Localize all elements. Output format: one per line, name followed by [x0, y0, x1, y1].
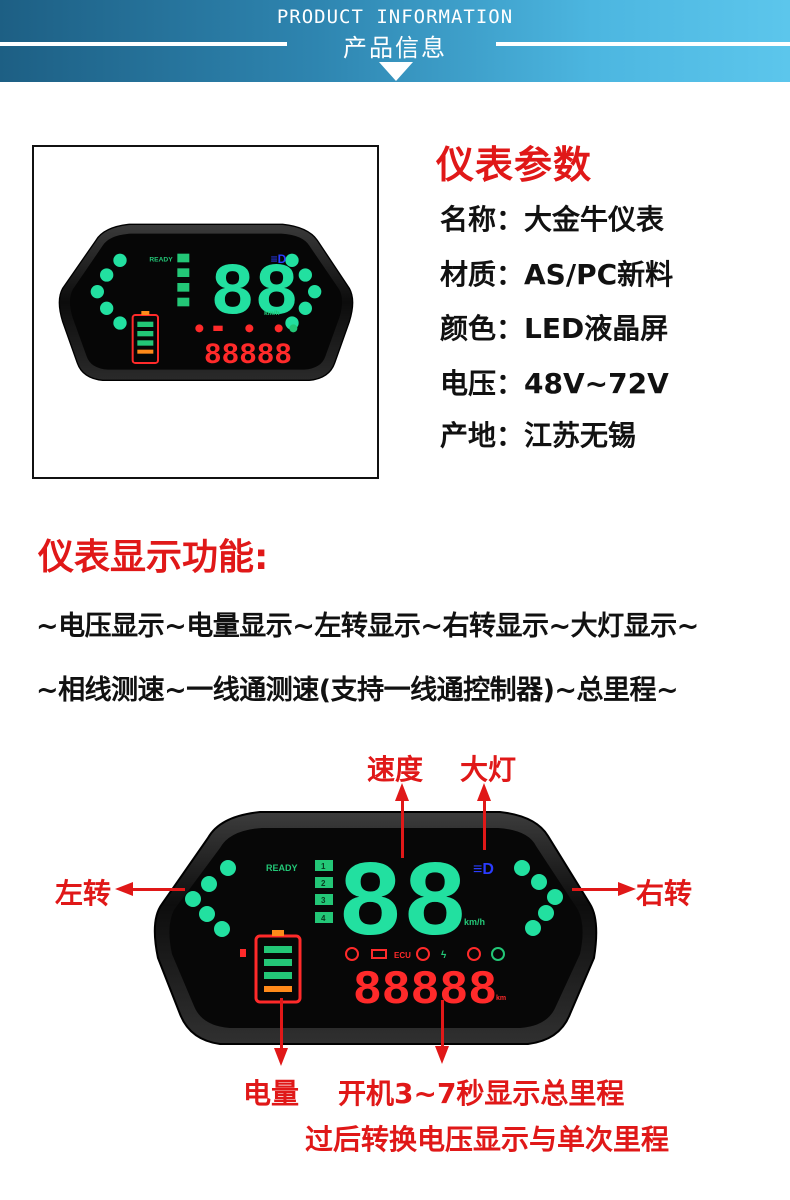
arrow-left-icon	[115, 882, 133, 896]
callout-odo-line2: 过后转换电压显示与单次里程	[305, 1123, 670, 1156]
meter-large: READY 1 2 3 4 88 km/h ≡D ECU ϟ 88888 km	[150, 808, 600, 1068]
params-title: 仪表参数	[436, 143, 593, 187]
param-label: 材质：	[440, 258, 525, 291]
header-divider-right	[496, 42, 790, 46]
svg-text:1: 1	[321, 862, 326, 871]
callout-battery: 电量	[243, 1077, 300, 1110]
callout-battery-line	[280, 998, 283, 1050]
down-triangle-icon	[379, 62, 413, 81]
svg-text:km: km	[496, 995, 506, 1002]
functions-line-1: ~电压显示~电量显示~左转显示~右转显示~大灯显示~	[36, 611, 699, 642]
callout-speed-line	[401, 798, 404, 858]
left-turn-indicator-dots	[185, 860, 236, 937]
param-value: 48V~72V	[524, 367, 669, 400]
param-label: 电压：	[440, 367, 525, 400]
param-value: 江苏无锡	[524, 419, 637, 452]
svg-text:88: 88	[211, 254, 299, 337]
svg-text:ϟ: ϟ	[441, 950, 447, 961]
header-title-en: PRODUCT INFORMATION	[276, 6, 514, 28]
callout-left-turn-line	[130, 888, 185, 891]
param-value: 大金牛仪表	[524, 203, 665, 236]
section-header-banner: PRODUCT INFORMATION 产品信息	[0, 0, 790, 82]
functions-line-2: ~相线测速~一线通测速(支持一线通控制器)~总里程~	[36, 675, 679, 706]
callout-odo-line	[441, 1000, 444, 1048]
callout-headlight-line	[483, 798, 486, 850]
param-value: AS/PC新料	[524, 258, 674, 291]
callout-speed: 速度	[367, 753, 424, 786]
arrow-up-icon	[477, 783, 491, 801]
svg-text:≡D: ≡D	[271, 252, 287, 266]
meter-small: READY 88 km/h ≡D 88888	[56, 215, 356, 385]
callout-odo-line1: 开机3~7秒显示总里程	[338, 1077, 625, 1110]
param-label: 产地：	[440, 419, 525, 452]
arrow-down-icon	[274, 1048, 288, 1066]
arrow-up-icon	[395, 783, 409, 801]
svg-text:88888: 88888	[204, 339, 292, 372]
callout-headlight: 大灯	[460, 753, 517, 786]
svg-text:ECU: ECU	[394, 951, 411, 960]
param-origin: 产地：江苏无锡	[440, 414, 636, 454]
svg-text:88: 88	[338, 845, 468, 967]
right-turn-indicator-dots	[514, 860, 563, 936]
svg-text:km/h: km/h	[264, 310, 280, 317]
header-title-cn: 产品信息	[343, 34, 447, 62]
param-voltage: 电压：48V~72V	[440, 362, 669, 402]
product-photo: READY 88 km/h ≡D 88888	[32, 145, 379, 479]
callout-left-turn: 左转	[55, 877, 112, 910]
svg-text:4: 4	[321, 914, 326, 923]
param-name: 名称：大金牛仪表	[440, 198, 664, 238]
param-label: 名称：	[440, 203, 525, 236]
callout-right-turn: 右转	[636, 877, 693, 910]
param-color: 颜色：LED液晶屏	[440, 307, 668, 347]
param-label: 颜色：	[440, 312, 525, 345]
param-material: 材质：AS/PC新料	[440, 253, 673, 293]
param-value: LED液晶屏	[524, 312, 669, 345]
arrow-down-icon	[435, 1046, 449, 1064]
svg-text:3: 3	[321, 896, 326, 905]
functions-title: 仪表显示功能:	[38, 537, 269, 578]
svg-text:88888: 88888	[353, 964, 497, 1018]
arrow-right-icon	[618, 882, 636, 896]
svg-text:READY: READY	[266, 863, 298, 873]
svg-text:km/h: km/h	[464, 917, 485, 927]
svg-text:2: 2	[321, 879, 326, 888]
svg-text:READY: READY	[149, 257, 173, 264]
callout-right-turn-line	[572, 888, 622, 891]
svg-text:≡D: ≡D	[473, 861, 494, 878]
header-divider-left	[0, 42, 287, 46]
